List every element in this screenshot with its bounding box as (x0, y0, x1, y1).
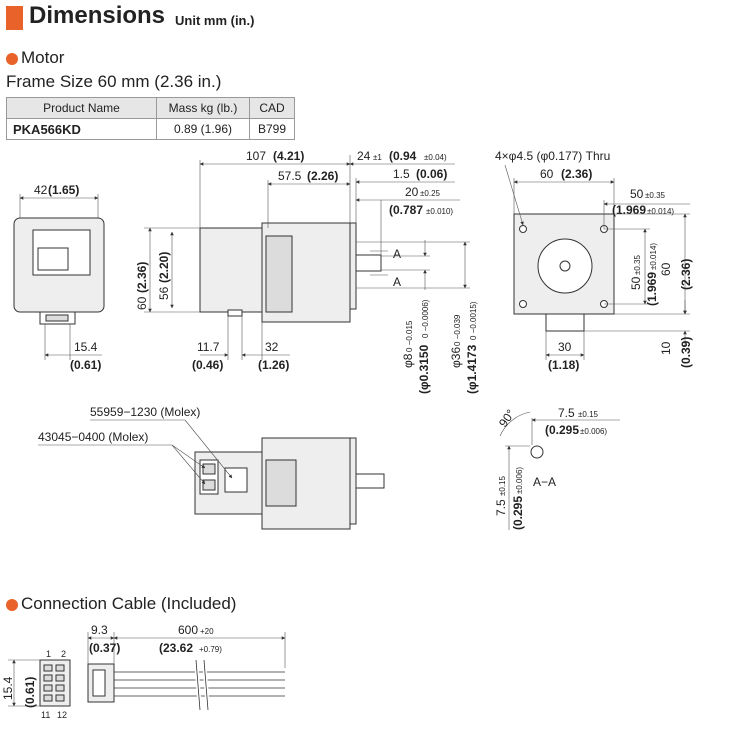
dim-flat-7-5-in: (0.295 (545, 423, 579, 437)
product-name: PKA566KD (6, 118, 157, 140)
dim-front-conn: 15.4 (74, 340, 98, 354)
dim-bottom-11-7-in: (0.46) (192, 358, 223, 372)
dim-conn-30-in: (1.18) (548, 358, 579, 372)
dim-front-width-in: (1.65) (48, 183, 79, 197)
dim-pitch-50: 50 (630, 187, 644, 201)
dim-shaft-dia: φ8 (401, 353, 415, 368)
dim-cable-9-3-in: (0.37) (89, 641, 120, 655)
dim-shaft-total-in: (0.94 (389, 149, 417, 163)
dim-pitch-50-in: (1.969 (612, 203, 646, 217)
unit-label: Unit mm (in.) (175, 13, 255, 28)
dim-flange-thk: 1.5 (393, 167, 410, 181)
dim-bottom-32-in: (1.26) (258, 358, 289, 372)
dim-conn-30: 30 (558, 340, 572, 354)
dim-shaft-dia-in: (φ0.3150 (417, 344, 431, 394)
dim-cable-9-3: 9.3 (91, 623, 108, 637)
dim-pitch-50-v: 50 (629, 276, 643, 290)
dim-cable-600-in: (23.62 (159, 641, 193, 655)
dim-pitch-50-v-tol: ±0.35 (633, 254, 642, 275)
dim-cable-15-4: 15.4 (1, 676, 15, 700)
dim-conn-10-in: (0.39) (679, 337, 693, 368)
side-view: 107 (4.21) 57.5 (2.26) 24 ±1 (0.94 ±0.04… (135, 149, 479, 394)
dim-pilot-dia: φ36 (449, 347, 463, 368)
dim-flat-7-5-tol: ±0.15 (578, 410, 599, 419)
dim-pitch-50-in-tol: ±0.014) (647, 207, 674, 216)
dim-shaft-length: 20 (405, 185, 419, 199)
dim-height-60: 60 (135, 296, 149, 310)
section-aa-label: A−A (533, 475, 556, 489)
dim-pitch-50-v-in: (1.969 (645, 272, 659, 306)
dim-body-length: 57.5 (278, 169, 302, 183)
angle-label: 90° (496, 407, 518, 430)
dim-bottom-32: 32 (265, 340, 279, 354)
dim-shaft-dia-in-tol: 0 −0.0006) (421, 299, 430, 338)
front-view: 42 (1.65) 15.4 (0.61) (13, 183, 105, 372)
dim-flat-7-5-in-tol: ±0.006) (580, 427, 607, 436)
dim-pitch-50-v-in-tol: ±0.014) (649, 243, 658, 270)
dim-shaft-total-in-tol: ±0.04) (424, 153, 447, 162)
dim-conn-10: 10 (659, 341, 673, 355)
dim-height-60-in: (2.36) (135, 262, 149, 293)
motor-bullet (6, 53, 18, 65)
dim-total-length-in: (4.21) (273, 149, 304, 163)
dim-flat-7-5-v: 7.5 (494, 499, 508, 516)
dim-shaft-total-tol: ±1 (373, 153, 382, 162)
dim-pilot-dia-in-tol: 0 −0.0015) (469, 301, 478, 340)
pin-1: 1 (46, 649, 51, 659)
dim-cable-600-in-tol: +0.79) (199, 645, 222, 654)
dim-shaft-length-in: (0.787 (389, 203, 423, 217)
dim-total-length: 107 (246, 149, 266, 163)
dim-side-60: 60 (659, 262, 673, 276)
header-cad: CAD (249, 97, 295, 119)
pin-12: 12 (57, 710, 67, 720)
dim-shaft-total: 24 (357, 149, 371, 163)
section-aa-view: 90° 7.5 ±0.15 (0.295 ±0.006) 7.5 ±0.15 (… (494, 406, 620, 530)
connector-label-2: 43045−0400 (Molex) (38, 430, 148, 444)
connector-label-1: 55959−1230 (Molex) (90, 405, 200, 419)
dim-front-conn-in: (0.61) (70, 358, 101, 372)
cable-bullet (6, 599, 18, 611)
dim-flat-7-5-v-in: (0.295 (511, 496, 525, 530)
dim-square-60: 60 (540, 167, 554, 181)
spec-table: Product Name Mass kg (lb.) CAD PKA566KD … (6, 97, 295, 140)
dim-flat-7-5: 7.5 (558, 406, 575, 420)
pin-2: 2 (61, 649, 66, 659)
dim-shaft-length-tol: ±0.25 (420, 189, 441, 198)
dim-side-60-in: (2.36) (679, 259, 693, 290)
dim-shaft-dia-tol: 0 −0.015 (405, 320, 414, 352)
dim-cable-600-tol: +20 (200, 627, 214, 636)
section-marker (6, 6, 23, 30)
mass-value: 0.89 (1.96) (156, 118, 250, 140)
dim-body-length-in: (2.26) (307, 169, 338, 183)
cad-value[interactable]: B799 (249, 118, 295, 140)
holes-note: 4×φ4.5 (φ0.177) Thru (495, 149, 610, 163)
dim-pitch-50-tol: ±0.35 (645, 191, 666, 200)
section-a-bottom: A (393, 275, 401, 289)
section-a-top: A (393, 247, 401, 261)
motor-heading: Motor (21, 48, 65, 67)
cable-heading: Connection Cable (Included) (21, 594, 237, 613)
frame-size-heading: Frame Size 60 mm (2.36 in.) (6, 72, 222, 91)
cable-view: 1 2 11 12 15.4 (0.61) 9.3 (0.37) 600 +20… (1, 623, 286, 720)
dim-cable-600: 600 (178, 623, 198, 637)
flange-view: 4×φ4.5 (φ0.177) Thru 60 (2.36) 50 ±0.35 … (495, 149, 693, 372)
dim-height-56-in: (2.20) (157, 252, 171, 283)
dim-flange-thk-in: (0.06) (416, 167, 447, 181)
dim-shaft-length-in-tol: ±0.010) (426, 207, 453, 216)
page-title: Dimensions (29, 2, 166, 29)
dim-height-56: 56 (157, 286, 171, 300)
dim-bottom-11-7: 11.7 (197, 340, 220, 354)
dim-flat-7-5-v-in-tol: ±0.006) (515, 467, 524, 494)
dim-flat-7-5-v-tol: ±0.15 (498, 475, 507, 496)
pin-11: 11 (41, 710, 50, 720)
dim-square-60-in: (2.36) (561, 167, 592, 181)
dim-pilot-dia-tol: 0 −0.039 (453, 314, 462, 346)
dim-cable-15-4-in: (0.61) (23, 677, 37, 708)
connector-view: 55959−1230 (Molex) 43045−0400 (Molex) (38, 405, 385, 530)
dim-pilot-dia-in: (φ1.4173 (465, 344, 479, 394)
dim-front-width: 42 (34, 183, 48, 197)
